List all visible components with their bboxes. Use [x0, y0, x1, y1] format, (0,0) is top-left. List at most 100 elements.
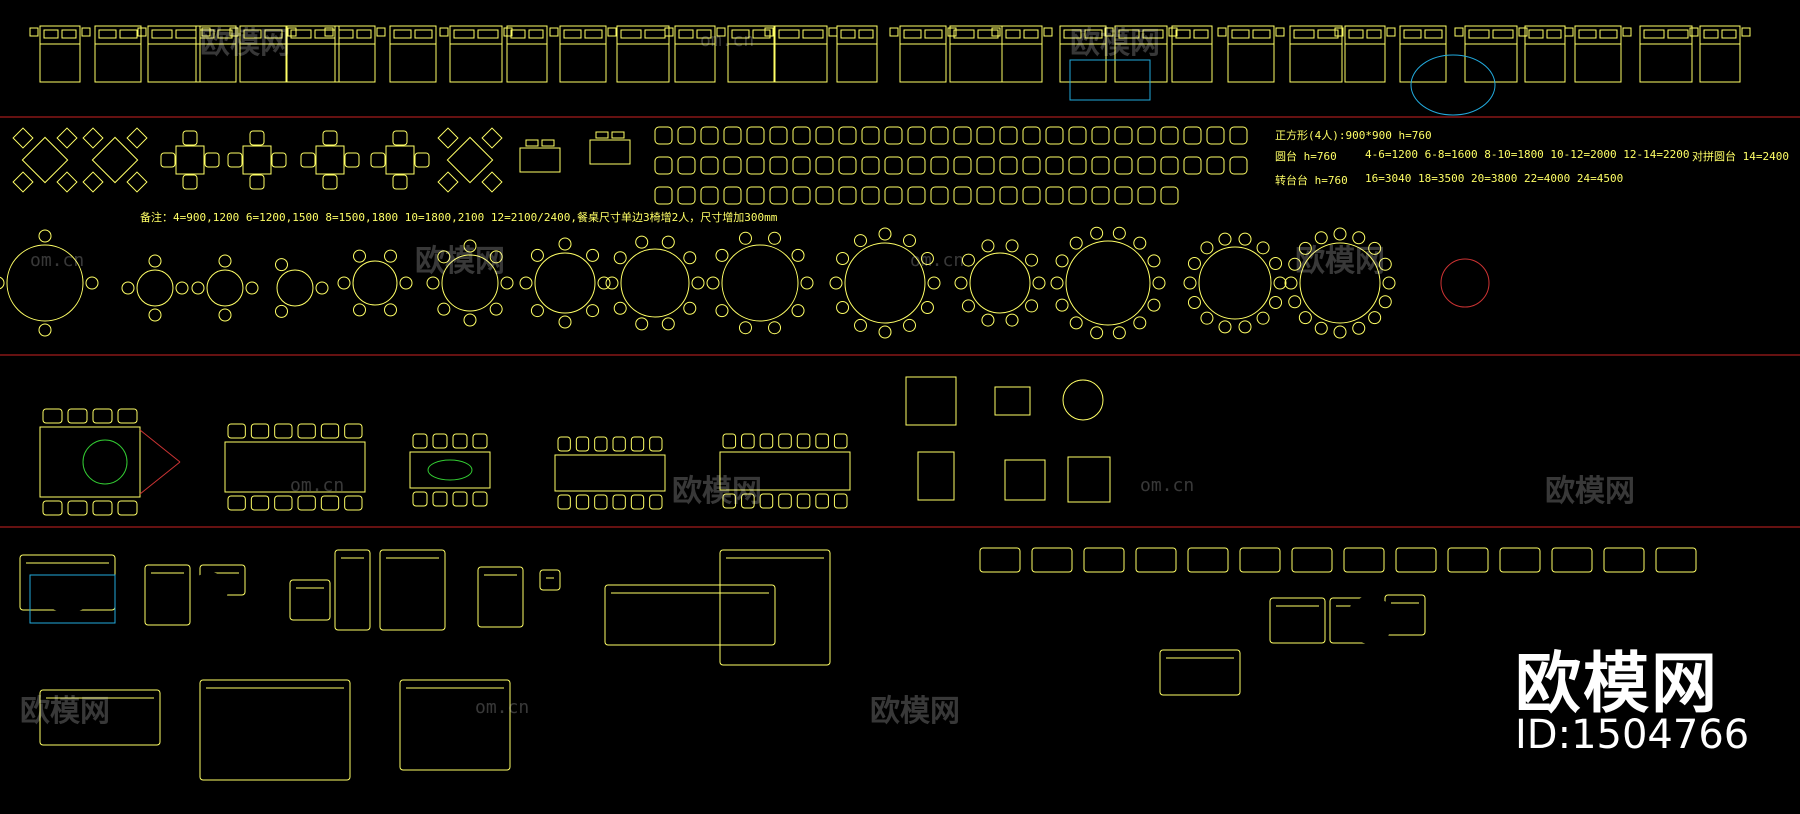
brand-stamp-title: 欧模网: [1515, 645, 1719, 722]
bed-frame: [1399, 25, 1447, 83]
chair: [245, 281, 259, 295]
nightstand: [1454, 27, 1464, 37]
chair-block: [792, 156, 811, 175]
chair-block: [746, 186, 765, 205]
chair: [250, 495, 270, 511]
round-table-top: [441, 254, 499, 312]
chair: [463, 313, 477, 327]
nightstand: [991, 27, 1001, 37]
table-centerpiece: [427, 459, 473, 481]
chair: [1147, 298, 1161, 312]
bed-frame: [1171, 25, 1213, 83]
pillow: [510, 29, 526, 39]
chair: [12, 127, 34, 149]
chair-block: [723, 156, 742, 175]
chair: [791, 248, 805, 262]
sofa-set: [289, 579, 331, 621]
chair: [715, 248, 729, 262]
chair: [613, 251, 627, 265]
pillow: [528, 29, 544, 39]
chair-block: [1045, 156, 1064, 175]
bed-symbol: [1564, 25, 1632, 83]
nightstand: [764, 27, 774, 37]
chair: [683, 251, 697, 265]
chair: [836, 301, 850, 314]
chair: [249, 174, 265, 190]
round-dining-set: [0, 229, 99, 337]
chair: [1200, 311, 1214, 325]
chair: [42, 500, 63, 516]
sofa-set: [539, 569, 561, 591]
chair: [635, 235, 649, 249]
pillow: [43, 29, 59, 39]
round-coffee-table: [192, 572, 228, 608]
chair-block: [654, 186, 673, 205]
sofa-body: [1269, 597, 1326, 644]
chair: [836, 252, 850, 265]
round-dining-tables-row: [0, 226, 1490, 340]
square-dining-set: [300, 130, 360, 190]
chair: [649, 494, 663, 510]
chair: [796, 493, 811, 509]
chair-block: [1160, 156, 1179, 175]
chair: [683, 301, 697, 315]
pillow: [696, 29, 712, 39]
pillow: [1703, 29, 1719, 39]
bed-symbol: [616, 25, 670, 83]
special-table-note: 对拼圆台 14=2400: [1692, 150, 1789, 163]
chair: [182, 130, 198, 146]
pillow: [953, 29, 975, 39]
sofa-body: [289, 579, 331, 621]
chair: [541, 139, 555, 147]
chair: [1090, 326, 1104, 340]
pillow: [199, 29, 215, 39]
chair-block: [815, 156, 834, 175]
watermark-url: om.cn: [30, 250, 85, 271]
sofa-piece: [1135, 547, 1177, 573]
chair-block: [1091, 126, 1110, 145]
pillow: [1667, 29, 1689, 39]
chair: [274, 423, 293, 439]
sofa-set: [39, 689, 161, 746]
table-top: [91, 136, 139, 184]
pillow: [1366, 29, 1382, 39]
chair-block: [677, 186, 696, 205]
sofa-piece: [1395, 547, 1437, 573]
bed-symbol: [991, 25, 1053, 83]
chair-block: [769, 186, 788, 205]
bed-symbol: [949, 25, 1003, 83]
chair: [661, 317, 675, 331]
pillow: [1023, 29, 1039, 39]
pillow: [858, 29, 874, 39]
square-dining-set: [82, 127, 148, 193]
watermark-brand: 欧模网: [415, 244, 505, 279]
chair-block: [953, 186, 972, 205]
desk: [1067, 456, 1111, 503]
chair: [594, 494, 608, 510]
chair: [833, 493, 848, 509]
chair: [320, 423, 340, 439]
bed-symbol: [1399, 25, 1447, 83]
chair: [1256, 311, 1270, 325]
beds-row: [29, 25, 1751, 116]
nightstand: [503, 27, 513, 37]
table-top: [554, 454, 666, 492]
chair: [414, 152, 430, 168]
chair-block: [1091, 156, 1110, 175]
chair: [586, 248, 600, 262]
pillow: [151, 29, 173, 39]
chair-block: [1183, 156, 1202, 175]
nightstand: [716, 27, 726, 37]
pillow: [1005, 29, 1021, 39]
bed-frame: [1574, 25, 1622, 83]
chair: [1382, 276, 1396, 290]
watermark-brand: 欧模网: [200, 26, 290, 61]
chair-block: [861, 156, 880, 175]
nightstand: [229, 27, 239, 37]
chair: [1187, 256, 1201, 270]
chair: [594, 436, 608, 452]
bed-frame: [1344, 25, 1386, 83]
chair: [82, 171, 104, 193]
chair-block: [769, 126, 788, 145]
round-table-top: [969, 252, 1031, 314]
